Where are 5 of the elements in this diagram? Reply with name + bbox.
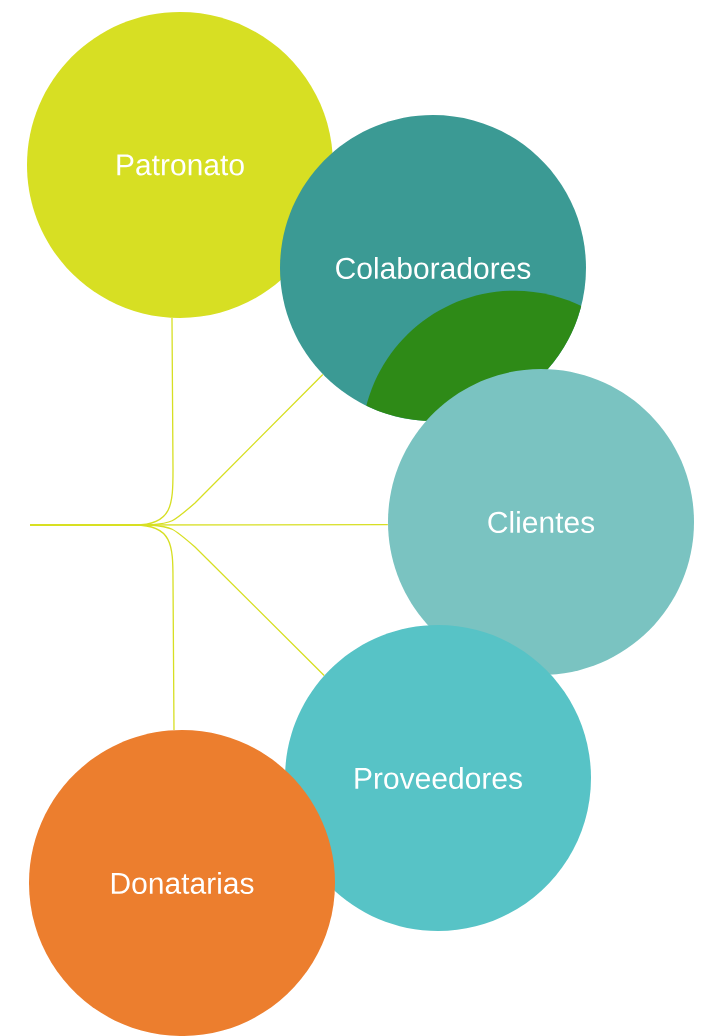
- circle-node: Clientes: [388, 369, 694, 675]
- circle-node: Patronato: [27, 12, 333, 318]
- circle-node: Proveedores: [285, 625, 591, 931]
- circle-node: Donatarias: [29, 730, 335, 1036]
- connector-line: [29, 524, 175, 731]
